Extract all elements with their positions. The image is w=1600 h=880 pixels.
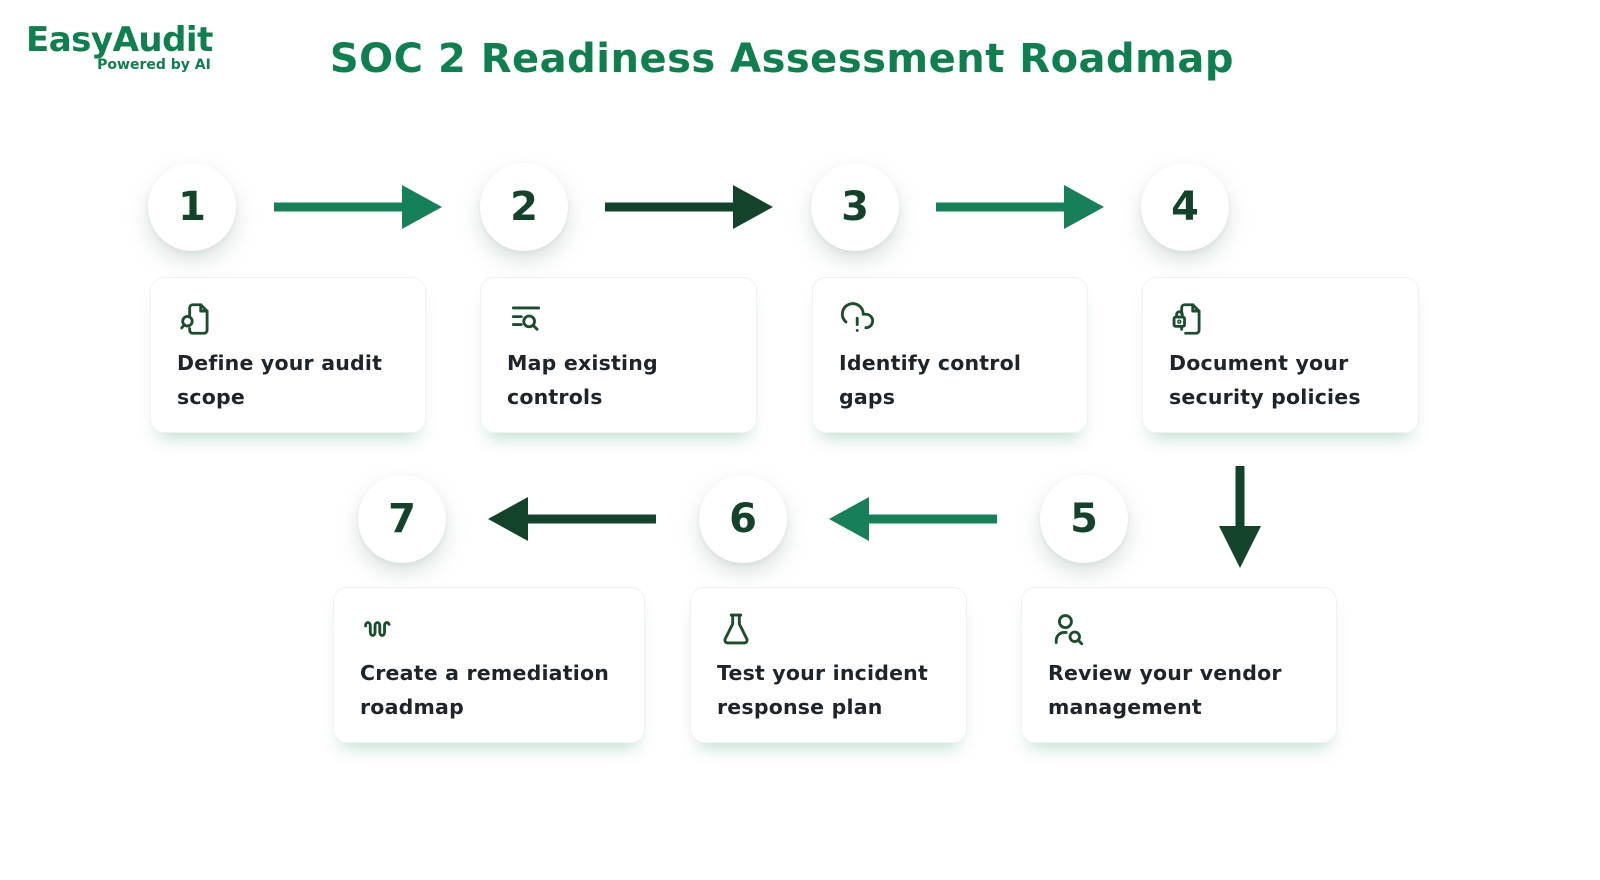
step-label: Identify control gaps — [839, 351, 1022, 410]
step-label: Test your incident response plan — [717, 661, 928, 720]
page-title: SOC 2 Readiness Assessment Roadmap — [329, 36, 1234, 82]
step-number: 5 — [1070, 496, 1098, 542]
step-label: Define your audit scope — [177, 351, 383, 410]
list-search-icon — [511, 306, 541, 331]
step-circle-7: 7 — [358, 475, 446, 563]
step-card-2: Map existing controls — [480, 277, 757, 433]
step-card-5: Review your vendor management — [1021, 587, 1337, 743]
brand-tagline: Powered by AI — [97, 57, 211, 74]
step-label: Create a remediation roadmap — [360, 661, 610, 720]
step-circle-2: 2 — [480, 163, 568, 251]
step-card-7: Create a remediation roadmap — [333, 587, 645, 743]
step-number: 2 — [510, 184, 538, 230]
step-number: 7 — [388, 496, 416, 542]
step-circle-6: 6 — [699, 475, 787, 563]
arrow-step4-to-step5 — [1219, 466, 1261, 568]
flask-icon — [723, 613, 749, 645]
step-label: Review your vendor management — [1048, 661, 1282, 720]
arrow-step1-to-step2 — [274, 185, 442, 229]
step-number: 4 — [1171, 184, 1199, 230]
arrow-step3-to-step4 — [936, 185, 1104, 229]
step-circle-1: 1 — [148, 163, 236, 251]
step-card-4: Document your security policies — [1142, 277, 1419, 433]
file-lock-icon — [1172, 303, 1201, 335]
cloud-alert-icon — [840, 302, 875, 332]
arrow-step6-to-step7 — [488, 497, 656, 541]
brand-logo: EasyAudit Powered by AI — [26, 20, 213, 74]
file-search-icon — [180, 303, 209, 335]
arrow-step2-to-step3 — [605, 185, 773, 229]
waveform-icon — [364, 621, 391, 637]
arrow-step5-to-step6 — [829, 497, 997, 541]
user-search-icon — [1054, 614, 1084, 646]
step-number: 3 — [841, 184, 869, 230]
brand-name: EasyAudit — [26, 20, 213, 60]
step-card-6: Test your incident response plan — [690, 587, 967, 743]
step-number: 6 — [729, 496, 757, 542]
step-label: Map existing controls — [507, 351, 658, 410]
step-circle-5: 5 — [1040, 475, 1128, 563]
step-label: Document your security policies — [1169, 351, 1361, 410]
step-card-1: Define your audit scope — [150, 277, 426, 433]
step-circle-3: 3 — [811, 163, 899, 251]
step-card-3: Identify control gaps — [812, 277, 1088, 433]
step-number: 1 — [178, 184, 206, 230]
step-circle-4: 4 — [1141, 163, 1229, 251]
